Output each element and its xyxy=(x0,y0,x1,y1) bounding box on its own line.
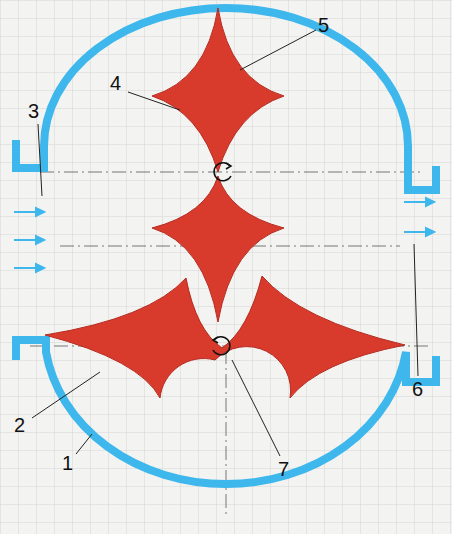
callout-number: 3 xyxy=(28,100,39,122)
center-lines xyxy=(30,172,430,515)
callout-number: 5 xyxy=(318,14,329,36)
callout-number: 6 xyxy=(412,378,423,400)
callout-number: 7 xyxy=(278,458,289,480)
callout-number: 1 xyxy=(62,452,73,474)
leader-lines xyxy=(32,30,418,456)
callout-number: 2 xyxy=(14,414,25,436)
housing xyxy=(16,8,436,484)
callout-number: 4 xyxy=(110,72,121,94)
rotors xyxy=(45,8,405,398)
rotation-marks xyxy=(213,163,231,355)
